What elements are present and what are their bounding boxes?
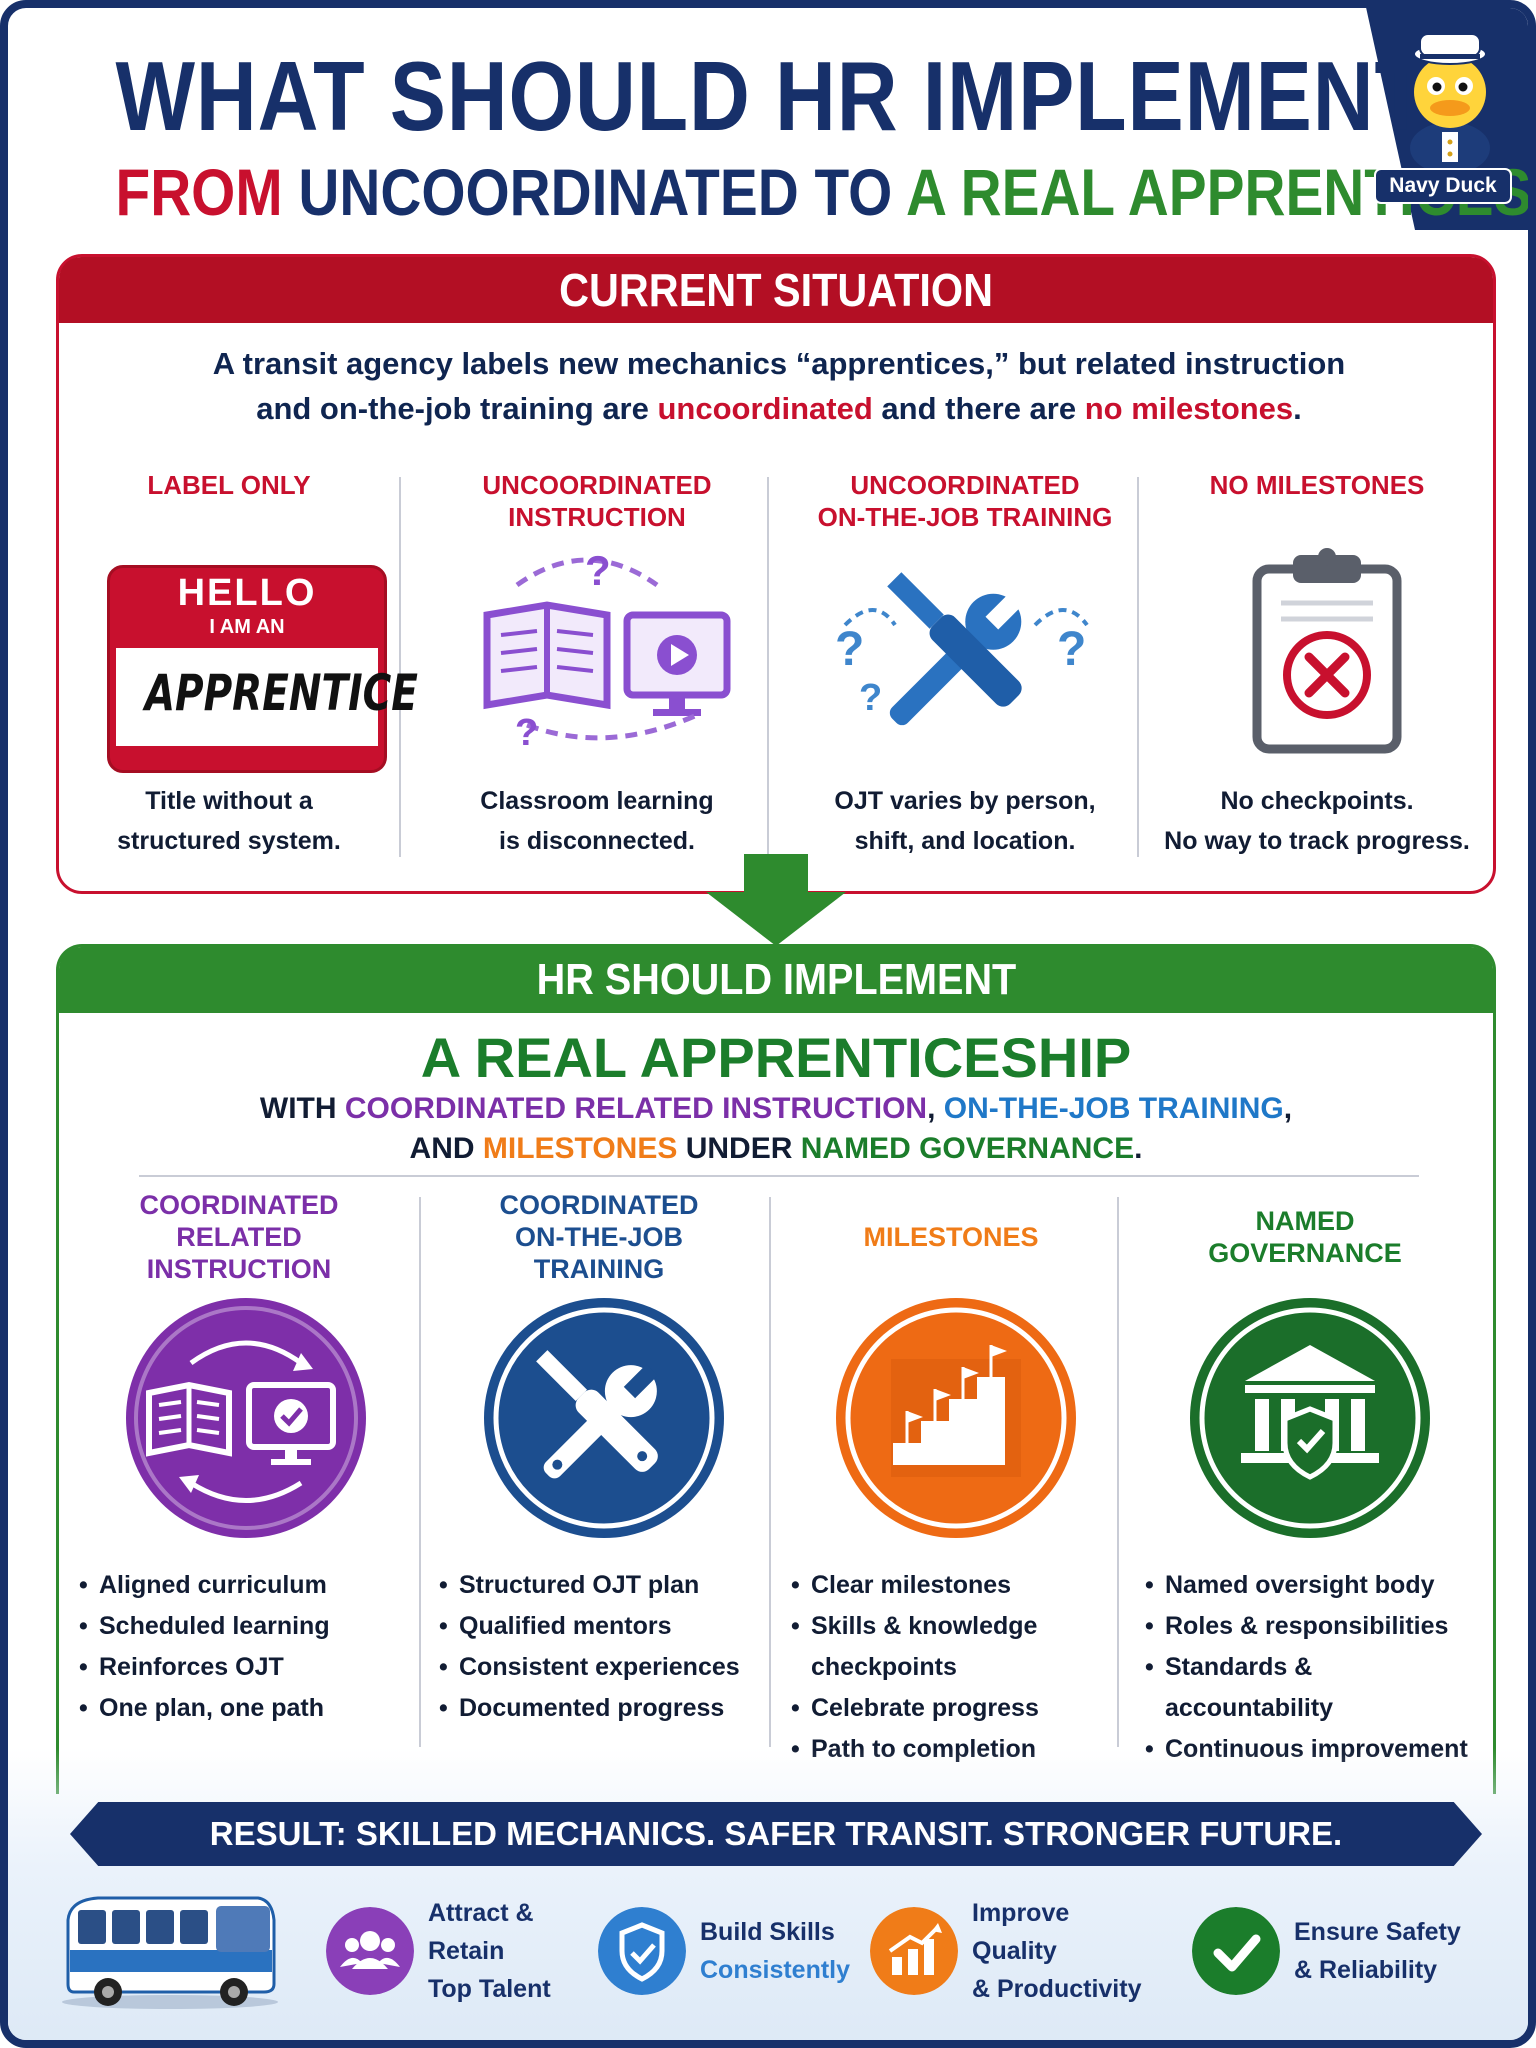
- real-apprenticeship-title: A REAL APPRENTICESHIP: [420, 1026, 1132, 1089]
- benefit-ensure-safety: Ensure Safety& Reliability: [1192, 1904, 1464, 1998]
- book-monitor-icon: ? ?: [483, 547, 731, 754]
- divider: [399, 477, 401, 857]
- bullet-list: Clear milestones Skills & knowledge chec…: [789, 1565, 1119, 1770]
- current-situation-panel: CURRENT SITUATION A transit agency label…: [56, 254, 1496, 894]
- divider: [419, 1197, 421, 1747]
- subtitle-from: FROM: [115, 155, 283, 229]
- benefit-label: Improve Quality& Productivity: [972, 1899, 1142, 2003]
- divider: [767, 477, 769, 857]
- divider: [1117, 1197, 1119, 1747]
- column-description: OJT varies by person,shift, and location…: [834, 787, 1096, 855]
- clipboard-x-icon: [1252, 548, 1402, 754]
- column-title: LABEL ONLY: [147, 470, 311, 500]
- milestones-column: MILESTONES Clear milestones Skills & kno…: [781, 1187, 1121, 1770]
- implement-description: WITH COORDINATED RELATED INSTRUCTION, ON…: [259, 1092, 1293, 1165]
- result-banner: RESULT: SKILLED MECHANICS. SAFER TRANSIT…: [70, 1802, 1482, 1866]
- divider: [769, 1197, 771, 1747]
- subtitle-mid: UNCOORDINATED TO: [298, 155, 893, 229]
- divider: [1137, 477, 1139, 857]
- bullet-list: Named oversight body Roles & responsibil…: [1143, 1565, 1473, 1770]
- svg-text:?: ?: [585, 547, 611, 594]
- growth-chart-icon: [870, 1907, 958, 1995]
- shield-check-icon: [598, 1907, 686, 1995]
- mascot-label: Navy Duck: [1374, 168, 1512, 204]
- column-title: NO MILESTONES: [1209, 470, 1425, 500]
- people-icon: [326, 1907, 414, 1995]
- book-monitor-cycle-icon: [126, 1298, 366, 1538]
- page-title: WHAT SHOULD HR IMPLEMENT?: [115, 41, 1480, 151]
- page-subtitle: FROM UNCOORDINATED TO A REAL APPRENTICES…: [115, 154, 1528, 230]
- bus-icon: [62, 1896, 278, 2009]
- check-icon: [1192, 1907, 1280, 1995]
- implement-heading: HR SHOULD IMPLEMENT: [59, 947, 1493, 1013]
- wrench-screwdriver-icon: [484, 1298, 724, 1538]
- svg-text:?: ?: [859, 677, 882, 719]
- bullet-list: Aligned curriculum Scheduled learning Re…: [77, 1565, 407, 1729]
- label-only-column: LABEL ONLY HELLO I AM AN APPRENTICE Titl…: [59, 469, 418, 869]
- stairs-flags-icon: [836, 1298, 1076, 1538]
- duck-mascot-icon: [1410, 33, 1490, 170]
- institution-shield-icon: [1190, 1298, 1430, 1538]
- wrench-screwdriver-icon: ? ? ?: [835, 572, 1089, 726]
- column-title: MILESTONES: [863, 1222, 1039, 1252]
- divider: [139, 1175, 1419, 1177]
- no-milestones-column: NO MILESTONES No checkpoints.No way to t…: [1147, 469, 1487, 869]
- name-tag-icon: HELLO I AM AN APPRENTICE: [89, 545, 418, 773]
- svg-text:?: ?: [1057, 623, 1086, 676]
- down-arrow-icon: [706, 854, 846, 946]
- current-situation-heading: CURRENT SITUATION: [59, 257, 1493, 323]
- column-description: No checkpoints.No way to track progress.: [1164, 787, 1470, 855]
- situation-description: A transit agency labels new mechanics “a…: [212, 346, 1346, 426]
- implement-panel: HR SHOULD IMPLEMENT A REAL APPRENTICESHI…: [56, 944, 1496, 1794]
- svg-text:?: ?: [515, 712, 538, 754]
- benefit-label: Ensure Safety& Reliability: [1294, 1918, 1461, 1984]
- benefit-improve-quality: Improve Quality& Productivity: [870, 1899, 1142, 2003]
- bullet-list: Structured OJT plan Qualified mentors Co…: [437, 1565, 767, 1729]
- svg-text:?: ?: [835, 623, 864, 676]
